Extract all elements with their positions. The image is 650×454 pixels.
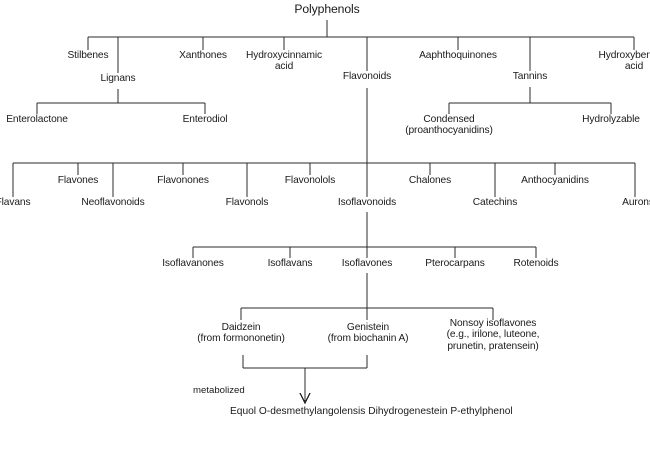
node-tannins: Tannins	[475, 71, 585, 82]
metabolized-label: metabolized	[193, 385, 245, 396]
node-stilbenes-label: Stilbenes	[67, 50, 109, 61]
node-hydrolyzable-label: Hydrolyzable	[582, 114, 640, 125]
node-nonsoy-label2: (e.g., irilone, luteone,	[446, 329, 540, 341]
node-enterodiol: Enterodiol	[150, 114, 260, 125]
node-genistein-label2: (from biochanin A)	[327, 333, 409, 345]
node-lignans-label: Lignans	[100, 73, 136, 84]
metabolite-arrowhead	[299, 392, 311, 405]
metabolite-list: Equol O-desmethylangolensis Dihydrogenes…	[230, 406, 513, 418]
node-tannins-label: Tannins	[512, 71, 548, 82]
node-nonsoy-isoflavones: Nonsoy isoflavones (e.g., irilone, luteo…	[428, 318, 558, 352]
node-genistein-label: Genistein	[346, 322, 390, 333]
node-flavans-label: Flavans	[0, 197, 31, 208]
node-rotenoids-label: Rotenoids	[513, 258, 559, 269]
node-neoflavonoids: Neoflavonoids	[61, 197, 165, 208]
node-enterolactone-label: Enterolactone	[6, 114, 68, 125]
node-chalones: Chalones	[380, 175, 480, 186]
node-flavonones: Flavonones	[133, 175, 233, 186]
node-catechins-label: Catechins	[472, 197, 518, 208]
node-hydroxybenzoic-acid-label2: acid	[624, 61, 644, 73]
node-neoflavonoids-label: Neoflavonoids	[81, 197, 145, 208]
node-flavonols: Flavonols	[197, 197, 297, 208]
node-condensed-label: Condensed	[423, 114, 475, 125]
node-anthocyanidins-label: Anthocyanidins	[521, 175, 589, 186]
node-flavans: Flavans	[0, 197, 63, 208]
node-hydroxybenzoic-acid: Hydroxybenzoic acid	[578, 50, 650, 73]
node-flavonols-label: Flavonols	[225, 197, 269, 208]
node-hydroxycinnamic-acid: Hydroxycinnamic acid	[230, 50, 338, 73]
node-chalones-label: Chalones	[408, 175, 452, 186]
node-hydrolyzable: Hydrolyzable	[556, 114, 650, 125]
node-flavonoids: Flavonoids	[312, 71, 422, 82]
node-aaphthoquinones: Aaphthoquinones	[398, 50, 518, 61]
node-flavones: Flavones	[28, 175, 128, 186]
node-aurons-label: Aurons	[622, 197, 650, 208]
node-flavonones-label: Flavonones	[157, 175, 209, 186]
node-daidzein-label: Daidzein	[221, 322, 261, 333]
node-daidzein: Daidzein (from formononetin)	[176, 322, 306, 345]
node-aurons: Aurons	[588, 197, 650, 208]
node-isoflavones: Isoflavones	[319, 258, 415, 269]
metabolite-equol: Equol	[230, 406, 257, 417]
node-flavonolols-label: Flavonolols	[284, 175, 336, 186]
node-polyphenols-label: Polyphenols	[294, 2, 360, 16]
node-enterodiol-label: Enterodiol	[182, 114, 228, 125]
node-xanthones: Xanthones	[148, 50, 258, 61]
node-flavonolols: Flavonolols	[260, 175, 360, 186]
node-isoflavans-label: Isoflavans	[267, 258, 313, 269]
node-flavones-label: Flavones	[57, 175, 99, 186]
node-stilbenes: Stilbenes	[18, 50, 158, 61]
node-isoflavanones-label: Isoflavanones	[162, 258, 224, 269]
node-isoflavans: Isoflavans	[242, 258, 338, 269]
node-catechins: Catechins	[445, 197, 545, 208]
node-isoflavonoids: Isoflavonoids	[315, 197, 419, 208]
node-pterocarpans-label: Pterocarpans	[425, 258, 485, 269]
metabolite-o-desmethylangolensis: O-desmethylangolensis	[258, 406, 366, 417]
node-aaphthoquinones-label: Aaphthoquinones	[419, 50, 497, 61]
node-polyphenols: Polyphenols	[262, 3, 392, 16]
node-hydroxycinnamic-acid-label: Hydroxycinnamic	[245, 50, 323, 61]
node-condensed-label2: (proanthocyanidins)	[405, 125, 493, 137]
node-flavonoids-label: Flavonoids	[342, 71, 392, 82]
node-isoflavones-label: Isoflavones	[341, 258, 393, 269]
node-xanthones-label: Xanthones	[179, 50, 227, 61]
node-isoflavonoids-label: Isoflavonoids	[337, 197, 397, 208]
node-lignans: Lignans	[63, 73, 173, 84]
node-pterocarpans: Pterocarpans	[405, 258, 505, 269]
node-rotenoids: Rotenoids	[488, 258, 584, 269]
node-nonsoy-label3: prunetin, pratensein)	[447, 340, 539, 352]
metabolite-dihydrogenestein: Dihydrogenestein	[368, 406, 448, 417]
node-hydroxybenzoic-acid-label: Hydroxybenzoic	[598, 50, 650, 61]
node-condensed-proanthocyanidins: Condensed (proanthocyanidins)	[389, 114, 509, 137]
node-nonsoy-label: Nonsoy isoflavones	[449, 318, 537, 329]
node-anthocyanidins: Anthocyanidins	[503, 175, 607, 186]
node-hydroxycinnamic-acid-label2: acid	[274, 61, 294, 73]
metabolite-p-ethylphenol: P-ethylphenol	[450, 406, 513, 417]
node-isoflavanones: Isoflavanones	[143, 258, 243, 269]
node-genistein: Genistein (from biochanin A)	[305, 322, 431, 345]
node-enterolactone: Enterolactone	[0, 114, 97, 125]
node-daidzein-label2: (from formononetin)	[197, 333, 285, 345]
